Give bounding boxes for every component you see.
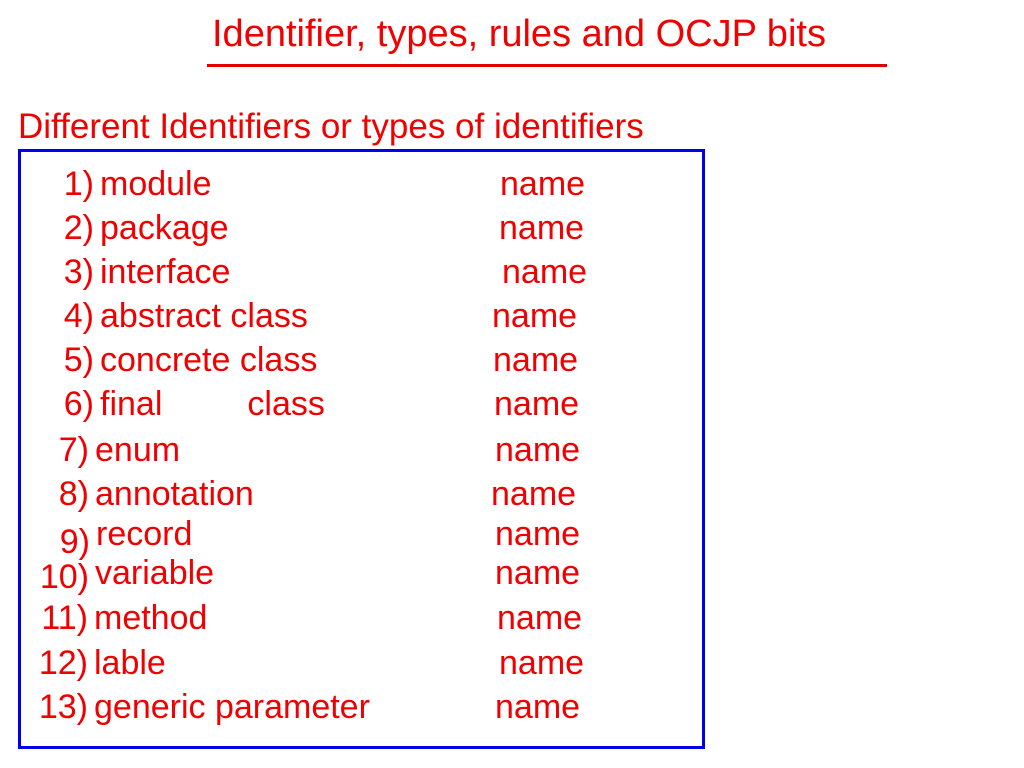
item-term: generic parameter — [94, 688, 370, 726]
item-term: method — [94, 599, 208, 637]
item-suffix: name — [499, 644, 585, 682]
item-suffix: name — [495, 431, 581, 469]
item-suffix: name — [494, 385, 580, 423]
item-suffix: name — [493, 341, 579, 379]
item-number: 5) — [63, 341, 94, 379]
item-number: 2) — [63, 209, 94, 247]
item-term: final class — [100, 385, 325, 423]
item-suffix: name — [491, 475, 577, 513]
item-suffix: name — [495, 515, 581, 553]
item-number: 6) — [63, 385, 94, 423]
item-term: record — [96, 515, 193, 553]
item-number: 7) — [58, 431, 89, 469]
item-suffix: name — [495, 688, 581, 726]
item-number: 11) — [41, 599, 88, 637]
item-number: 3) — [63, 253, 94, 291]
item-suffix: name — [502, 253, 588, 291]
item-suffix: name — [495, 554, 581, 592]
item-term: package — [100, 209, 229, 247]
item-term: concrete class — [100, 341, 318, 379]
item-number: 8) — [58, 475, 89, 513]
item-term: variable — [95, 554, 215, 592]
identifier-list-box — [18, 149, 705, 749]
title-underline — [207, 64, 887, 67]
item-term: enum — [95, 431, 181, 469]
item-number: 10) — [39, 558, 89, 596]
item-suffix: name — [492, 297, 578, 335]
item-number: 1) — [63, 165, 94, 203]
item-suffix: name — [500, 165, 586, 203]
item-term: interface — [100, 253, 231, 291]
item-term: annotation — [95, 475, 254, 513]
item-number: 12) — [38, 644, 88, 682]
item-term: lable — [94, 644, 166, 682]
item-number: 13) — [38, 688, 88, 726]
item-number: 9) — [59, 523, 90, 561]
section-heading: Different Identifiers or types of identi… — [18, 107, 644, 146]
page-title: Identifier, types, rules and OCJP bits — [212, 13, 826, 55]
item-term: abstract class — [100, 297, 308, 335]
item-term: module — [100, 165, 212, 203]
item-number: 4) — [63, 297, 94, 335]
item-suffix: name — [499, 209, 585, 247]
item-suffix: name — [497, 599, 583, 637]
